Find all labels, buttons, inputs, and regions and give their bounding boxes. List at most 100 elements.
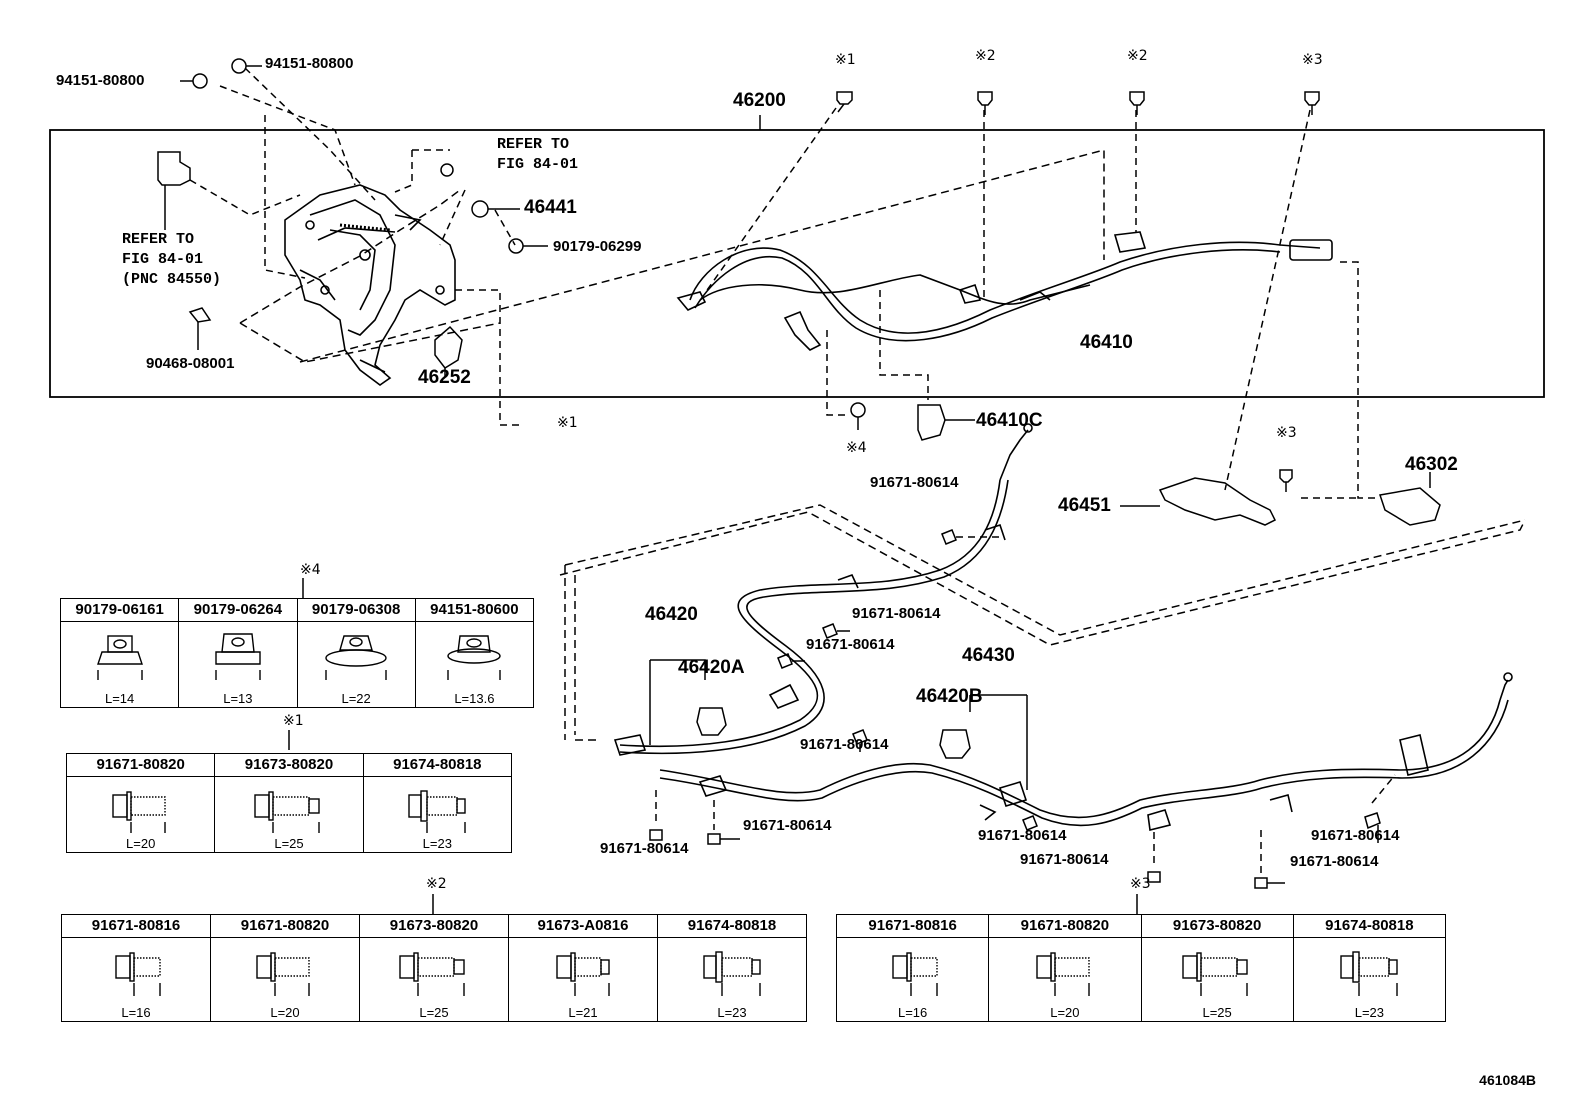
table4-header: 90179-06308 [296,598,416,622]
part-label-46410C[interactable]: 46410C [976,410,1043,431]
table4-length: L=13.6 [454,691,495,706]
table3-length: L=25 [1202,1005,1232,1020]
bolt-label-5[interactable]: 91671-80614 [600,840,689,857]
part-label-46252[interactable]: 46252 [418,367,471,388]
mark-3-right: ※3 [1276,425,1297,441]
part-label-46420B[interactable]: 46420B [916,686,983,707]
part-label-46441[interactable]: 46441 [524,197,577,218]
table4-cell[interactable]: L=13.6 [414,621,535,708]
part-label-46430[interactable]: 46430 [962,645,1015,666]
table4-length: L=13 [223,691,253,706]
assembly-46200-box [49,129,1545,398]
bolt-label-2[interactable]: 91671-80614 [852,605,941,622]
table1-cell[interactable]: L=20 [65,776,216,853]
table4-cell[interactable]: L=14 [59,621,180,708]
table4-cell[interactable]: L=13 [178,621,298,708]
ref-line-2: FIG 84-01 [122,251,204,268]
bolt-icon [703,951,761,996]
illustration-id: 461084B [1479,1072,1536,1088]
table4-header: 90179-06161 [59,598,180,622]
table2-length: L=20 [270,1005,300,1020]
bracket-46451-shape [1158,477,1277,526]
part-46302-shape [1379,487,1441,526]
mark-bolt1-top: ※1 [835,52,856,68]
table1-length: L=20 [126,836,156,851]
table2-cell[interactable]: L=23 [657,937,807,1022]
part-label-46420A[interactable]: 46420A [678,657,745,678]
nut-icon [96,635,143,680]
bolt-icon [408,790,467,833]
ref-line-3: (PNC 84550) [122,271,222,288]
part-label-46302[interactable]: 46302 [1405,454,1458,475]
parking-brake-pedal-sketch [284,184,456,386]
table3-header: 91671-80820 [988,914,1142,938]
bolt-icon [111,791,166,833]
bolt-icon [1036,952,1090,996]
bolt-label-9[interactable]: 91671-80614 [1290,853,1379,870]
mark-nut1: ※1 [557,415,578,431]
table4-length: L=14 [104,691,135,706]
table2-cell[interactable]: L=20 [210,937,360,1022]
part-label-46451[interactable]: 46451 [1058,495,1111,516]
table3-leader [1136,894,1138,914]
table1-cell[interactable]: L=23 [362,776,513,853]
table2-header: 91673-A0816 [508,914,658,938]
bolt-label-7[interactable]: 91671-80614 [978,827,1067,844]
table3-cell[interactable]: L=23 [1292,937,1447,1022]
table2-cell[interactable]: L=25 [359,937,509,1022]
bolt-icon [1340,951,1399,996]
bolt-label-6[interactable]: 91671-80614 [743,817,832,834]
part-label-46420[interactable]: 46420 [645,604,698,625]
bolt-label-4[interactable]: 91671-80614 [800,736,889,753]
part-label-90468-08001[interactable]: 90468-08001 [146,355,235,372]
part-label-94151-80800-top[interactable]: 94151-80800 [265,55,354,72]
table1-leader [288,730,290,750]
table1-header: 91671-80820 [65,753,216,777]
table4-leader [302,578,304,598]
pad-46252-shape [434,325,463,369]
table2-mark: ※2 [426,876,447,892]
bolt-icon [399,952,465,996]
clip-46420a-shape [696,707,727,736]
table3-cell[interactable]: L=16 [835,937,990,1022]
table3-header: 91671-80816 [835,914,990,938]
part-label-46410[interactable]: 46410 [1080,332,1133,353]
bolt-label-10[interactable]: 91671-80614 [1311,827,1400,844]
table3-cell[interactable]: L=20 [988,937,1142,1022]
part-label-46200[interactable]: 46200 [733,90,786,111]
part-label-90179-06299[interactable]: 90179-06299 [553,238,642,255]
table4-header: 90179-06264 [178,598,298,622]
table1-length: L=23 [422,836,452,851]
bolt-icon [556,952,610,996]
table1-header: 91673-80820 [214,753,364,777]
top-bolts [836,91,1320,492]
bolt-icon [1182,952,1248,996]
table4-mark: ※4 [300,562,321,578]
bolt-label-8[interactable]: 91671-80614 [1020,851,1109,868]
ref-line-2: FIG 84-01 [497,156,579,173]
table3-length: L=16 [897,1005,928,1020]
table3-header: 91674-80818 [1292,914,1447,938]
table1-cell[interactable]: L=25 [214,776,364,853]
table3-header: 91673-80820 [1140,914,1294,938]
bolt-label-1[interactable]: 91671-80614 [870,474,959,491]
pedal-dashed-outline [239,189,461,324]
lower-dashed-outline [564,504,1526,636]
table2-cell[interactable]: L=16 [61,937,211,1022]
table4-cell[interactable]: L=22 [296,621,416,708]
cable-46420-sketch [613,423,1033,756]
ref-fig-84-01-left[interactable]: REFER TO FIG 84-01 (PNC 84550) [122,230,221,290]
ref-fig-84-01-top[interactable]: REFER TO FIG 84-01 [497,135,578,175]
part-label-94151-80800-left[interactable]: 94151-80800 [56,72,145,89]
table1-header: 91674-80818 [362,753,513,777]
table2-header: 91671-80816 [61,914,211,938]
nut-icon [215,633,261,680]
table4-length: L=22 [341,691,371,706]
table3-cell[interactable]: L=25 [1140,937,1294,1022]
bolt-label-3[interactable]: 91671-80614 [806,636,895,653]
nut-icon [447,635,502,680]
bolt-icon [256,952,310,996]
table2-cell[interactable]: L=21 [508,937,658,1022]
cable-46410-sketch [676,231,1333,351]
table2-length: L=23 [717,1005,747,1020]
